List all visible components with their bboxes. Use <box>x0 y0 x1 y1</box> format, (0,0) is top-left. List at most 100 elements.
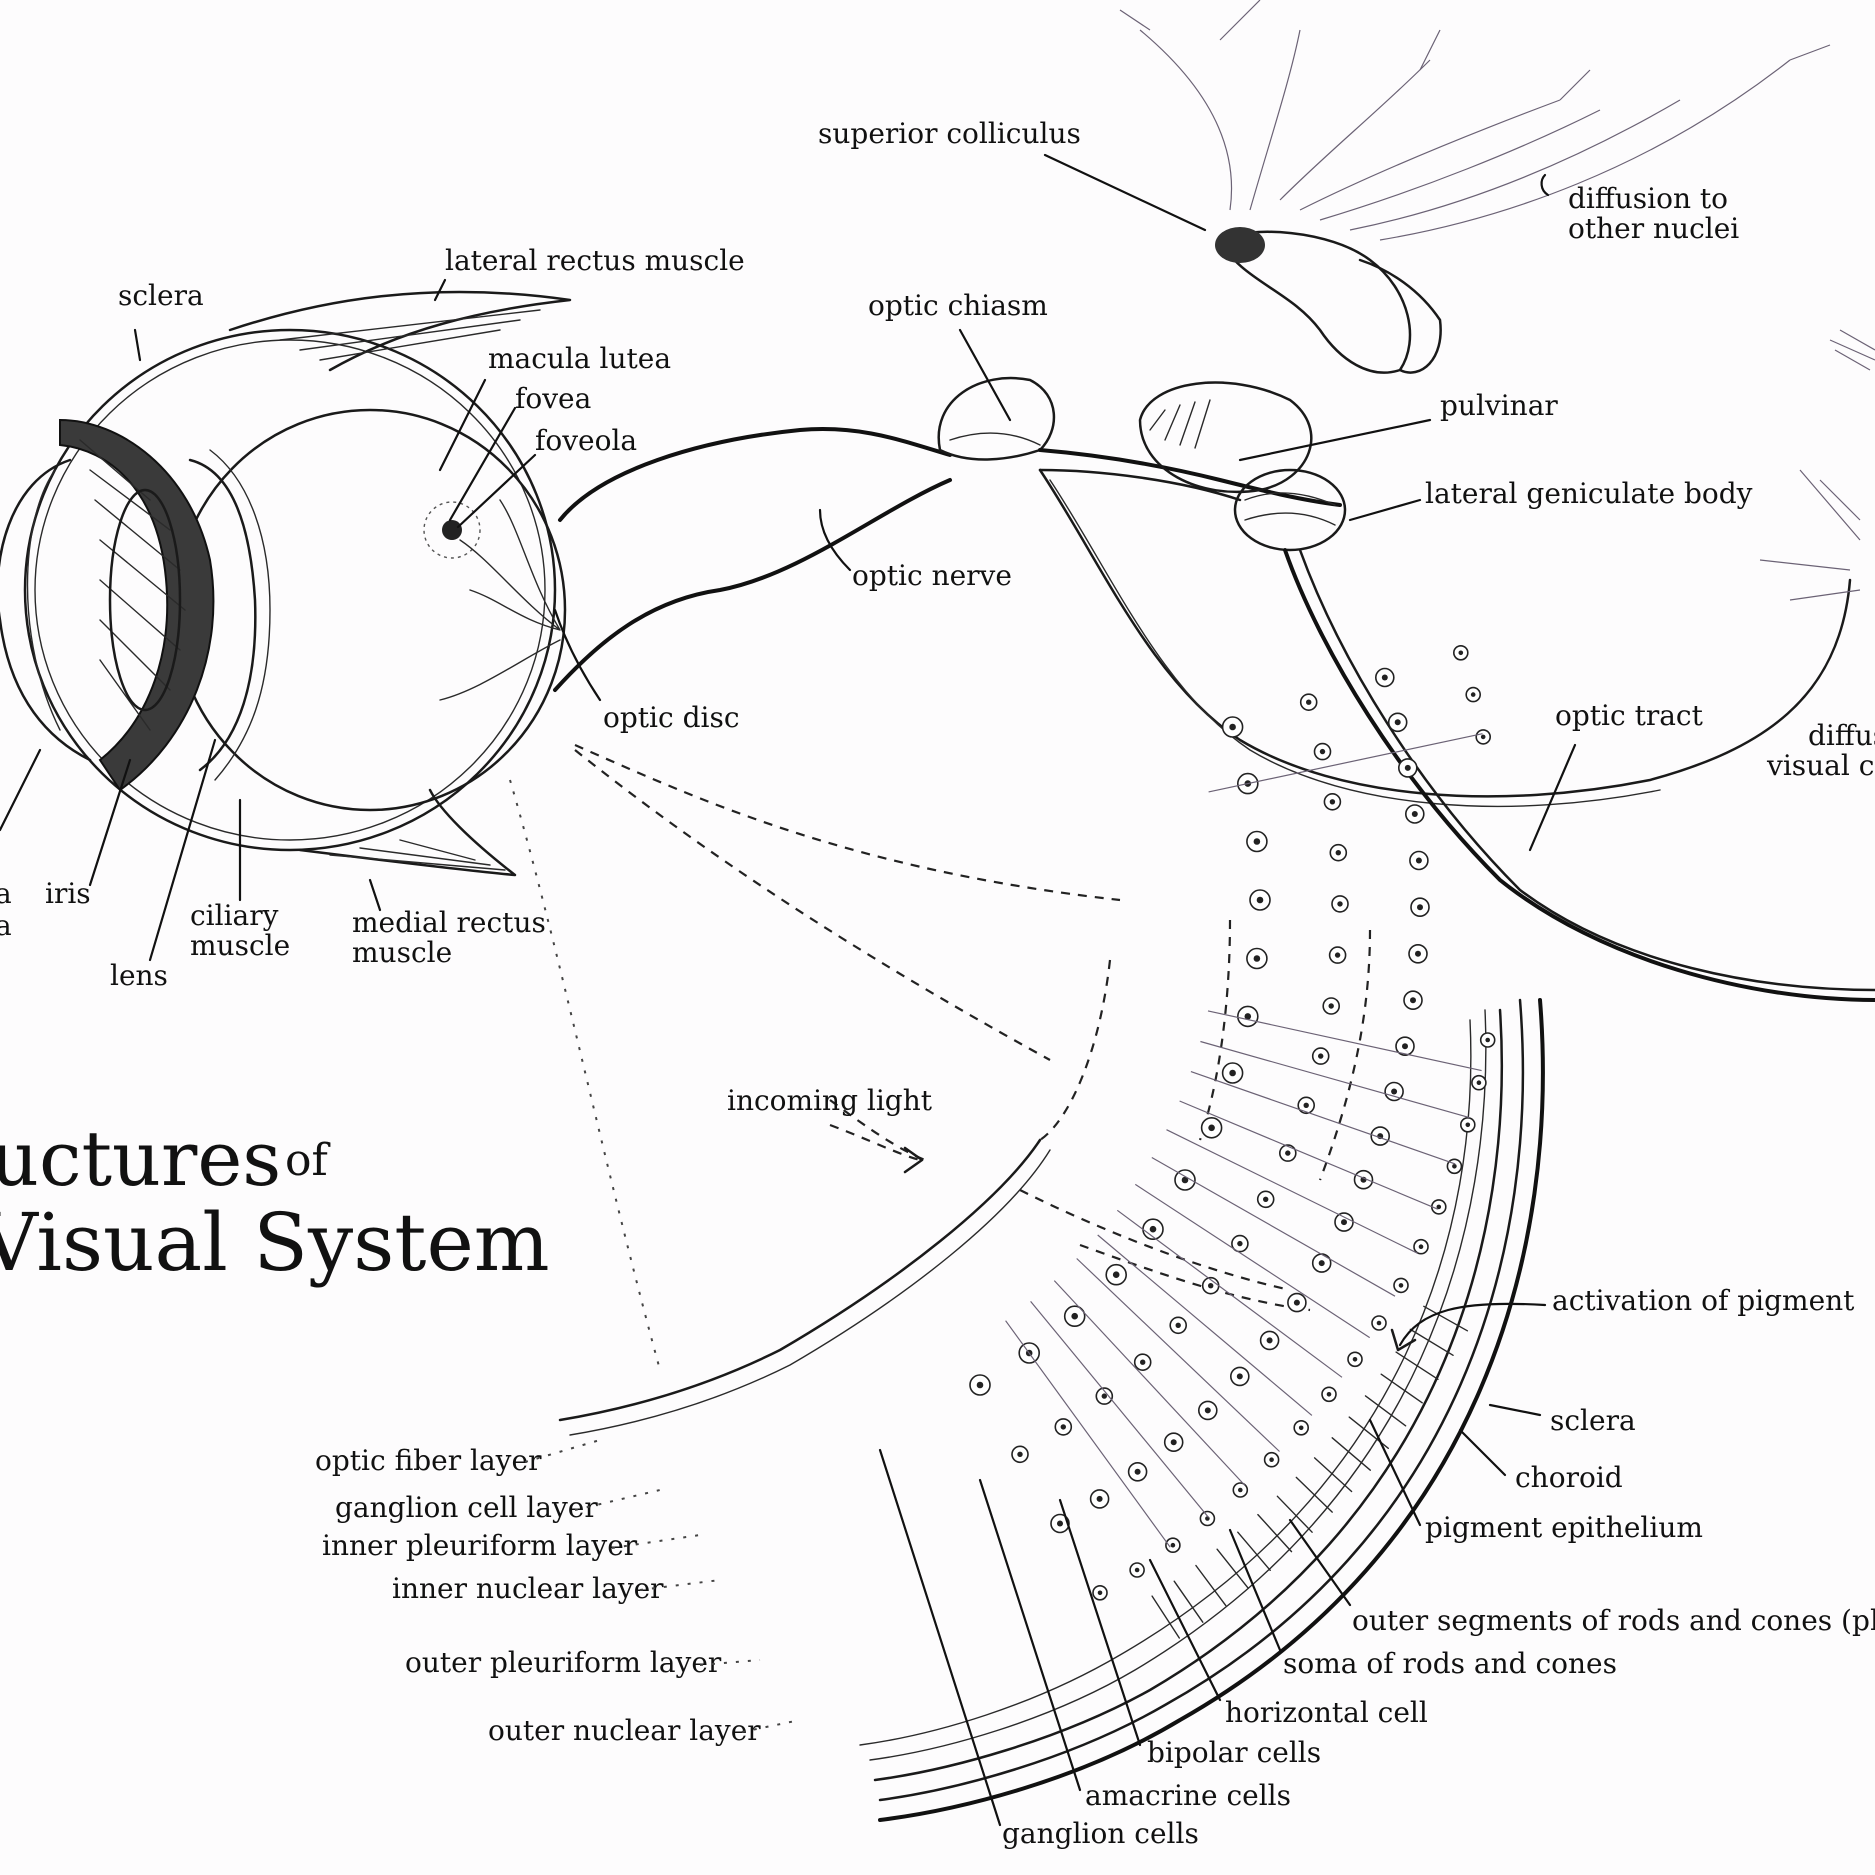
rod-cone-soma-nucleus <box>1238 1487 1243 1493</box>
ganglion-cell-nucleus <box>1229 723 1236 731</box>
label-lateral-geniculate-body: lateral geniculate body <box>1425 477 1753 510</box>
label-inner-pleuriform-layer: inner pleuriform layer <box>322 1529 638 1562</box>
retinal-fiber <box>1190 1071 1456 1165</box>
photoreceptor-segment <box>1257 1513 1293 1553</box>
label-optic-fiber-layer: optic fiber layer <box>315 1444 542 1477</box>
bipolar-cell-nucleus <box>1381 674 1388 681</box>
rod-cone-soma-nucleus <box>1326 1392 1332 1397</box>
photoreceptor-segment <box>1395 1351 1439 1381</box>
bipolar-cell-nucleus <box>1293 1299 1300 1306</box>
label-choroid: choroid <box>1515 1461 1623 1494</box>
label-pulvinar: pulvinar <box>1440 389 1558 422</box>
label-outer-nuclear-layer: outer nuclear layer <box>488 1714 761 1747</box>
label-pigment-epithelium: pigment epithelium <box>1425 1511 1703 1544</box>
label-inner-nuclear-layer: inner nuclear layer <box>392 1572 664 1605</box>
bipolar-cell-nucleus <box>1415 857 1422 864</box>
bipolar-cell-nucleus <box>1204 1407 1211 1414</box>
amacrine-cell-nucleus <box>1335 850 1342 856</box>
label-lateral-rectus: lateral rectus muscle <box>445 244 745 277</box>
label-foveola: foveola <box>535 424 637 457</box>
retinal-fiber <box>1151 1156 1396 1297</box>
title: uctures of Visual System <box>0 1114 550 1289</box>
bipolar-cell-nucleus <box>1266 1337 1273 1344</box>
photoreceptor-segment <box>1151 1595 1181 1639</box>
rod-cone-soma-nucleus <box>1436 1204 1442 1210</box>
ganglion-cell-nucleus <box>1253 955 1261 962</box>
amacrine-cell-nucleus <box>1237 1240 1243 1247</box>
ganglion-cell-nucleus <box>1112 1271 1120 1278</box>
amacrine-cell-nucleus <box>1101 1393 1108 1399</box>
magnification-lines <box>509 743 1311 1371</box>
retina-section <box>558 644 1545 1822</box>
label-cornea-fragment: a <box>0 877 12 910</box>
retinal-fiber <box>1097 1234 1313 1416</box>
rod-cone-soma-nucleus <box>1376 1320 1382 1326</box>
label-diffuse-1: diffus <box>1808 719 1875 752</box>
amacrine-cell-nucleus <box>1303 1102 1309 1109</box>
photoreceptor-segment <box>1173 1580 1204 1623</box>
bipolar-cell-nucleus <box>1134 1468 1141 1475</box>
label-horizontal-cell: horizontal cell <box>1225 1696 1428 1729</box>
rod-cone-soma-nucleus <box>1352 1357 1358 1362</box>
rod-cone-soma-nucleus <box>1298 1425 1304 1431</box>
amacrine-cell-nucleus <box>1319 748 1326 755</box>
bipolar-cell-nucleus <box>1394 719 1401 726</box>
rod-cone-soma-nucleus <box>1170 1542 1176 1548</box>
pathway-labels: superior colliculus diffusion to other n… <box>818 117 1875 782</box>
amacrine-cell-nucleus <box>1175 1322 1181 1329</box>
rod-cone-soma-nucleus <box>1485 1037 1490 1043</box>
retinal-fiber <box>1200 1040 1470 1119</box>
bipolar-cell-nucleus <box>1402 1043 1408 1050</box>
rod-cone-soma-nucleus <box>1480 734 1486 740</box>
photoreceptor-segment <box>1331 1437 1372 1471</box>
amacrine-cell-nucleus <box>1318 1053 1324 1059</box>
bipolar-cell-nucleus <box>1417 904 1423 911</box>
optic-pathway <box>937 0 1875 1002</box>
label-ciliary-muscle: muscle <box>190 929 290 962</box>
bipolar-cell-nucleus <box>1404 764 1411 771</box>
retinal-fiber <box>1076 1258 1280 1452</box>
photoreceptor-segment <box>1313 1457 1353 1493</box>
leader-lines <box>0 153 1577 1827</box>
retinal-fiber <box>1179 1100 1439 1210</box>
incoming-light-arrow <box>829 1123 924 1174</box>
retina-labels: incoming light activation of pigment scl… <box>315 1084 1875 1850</box>
rod-cone-soma-nucleus <box>1134 1567 1140 1573</box>
label-soma-rods-cones: soma of rods and cones <box>1283 1647 1617 1680</box>
label-fovea: fovea <box>515 382 591 415</box>
activation-arrow <box>1390 1302 1547 1352</box>
amacrine-cell-nucleus <box>1208 1283 1214 1289</box>
label-cornea-fragment-2: a <box>0 909 12 942</box>
amacrine-cell-nucleus <box>1017 1451 1023 1458</box>
photoreceptor-segment <box>1423 1305 1469 1332</box>
label-diffusion-2: other nuclei <box>1568 212 1739 245</box>
retina-cells <box>969 644 1496 1639</box>
amacrine-cell-nucleus <box>1285 1150 1291 1156</box>
retinal-fiber <box>1134 1183 1371 1339</box>
eye-labels: sclera lateral rectus muscle macula lute… <box>0 244 745 992</box>
label-ganglion-cells: ganglion cells <box>1002 1817 1199 1850</box>
label-outer-segments: outer segments of rods and cones (phot <box>1352 1604 1875 1637</box>
ganglion-cell-nucleus <box>1256 896 1264 904</box>
bipolar-cell-nucleus <box>1341 1219 1347 1226</box>
retinal-fiber <box>1166 1129 1418 1254</box>
label-incoming-light: incoming light <box>727 1084 933 1117</box>
bipolar-cell-nucleus <box>1391 1088 1398 1095</box>
amacrine-cell-nucleus <box>1140 1359 1146 1365</box>
amacrine-cell-nucleus <box>1328 1003 1334 1009</box>
label-iris: iris <box>45 877 91 910</box>
retinal-fiber <box>1208 733 1483 793</box>
label-medial-rectus: medial rectus <box>352 906 546 939</box>
bipolar-cell-nucleus <box>1096 1495 1103 1502</box>
retinal-fiber <box>1005 1320 1171 1548</box>
label-optic-nerve: optic nerve <box>852 559 1012 592</box>
rod-cone-soma-nucleus <box>1452 1164 1457 1169</box>
ganglion-cell-nucleus <box>1229 1069 1236 1077</box>
photoreceptor-segment <box>1216 1548 1250 1590</box>
ganglion-cell-nucleus <box>1244 1013 1252 1020</box>
label-macula-lutea: macula lutea <box>488 342 671 375</box>
bipolar-cell-nucleus <box>1236 1373 1243 1380</box>
label-sclera-retina: sclera <box>1550 1404 1636 1437</box>
